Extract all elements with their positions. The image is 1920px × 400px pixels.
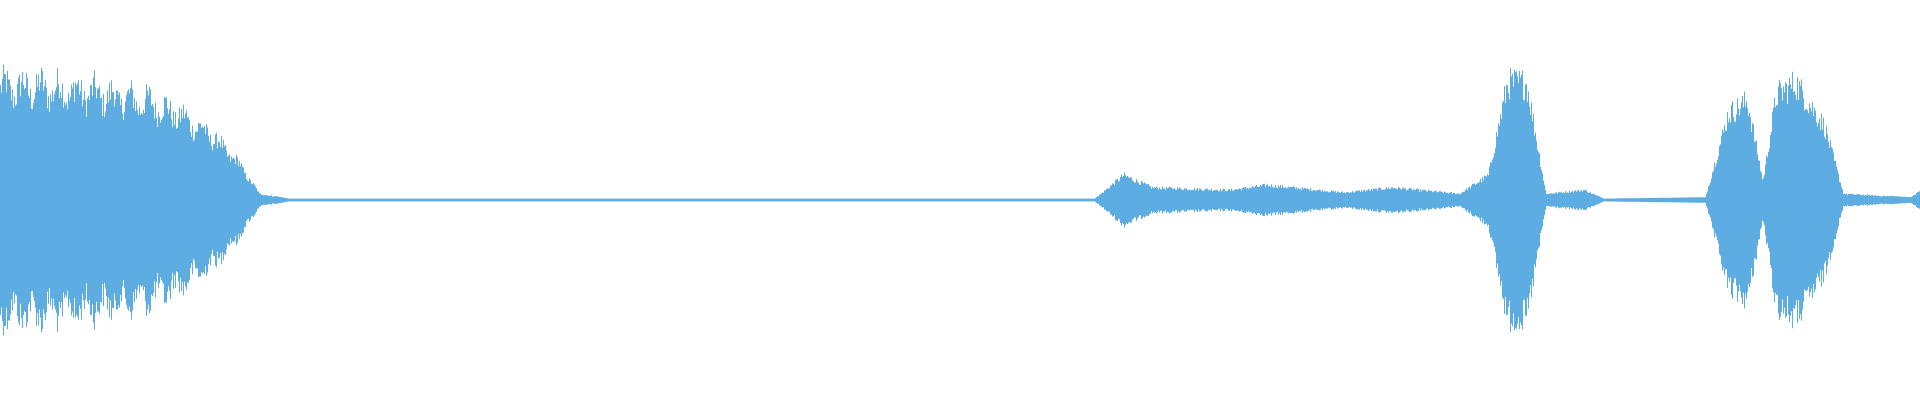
waveform-signal (0, 64, 1920, 336)
